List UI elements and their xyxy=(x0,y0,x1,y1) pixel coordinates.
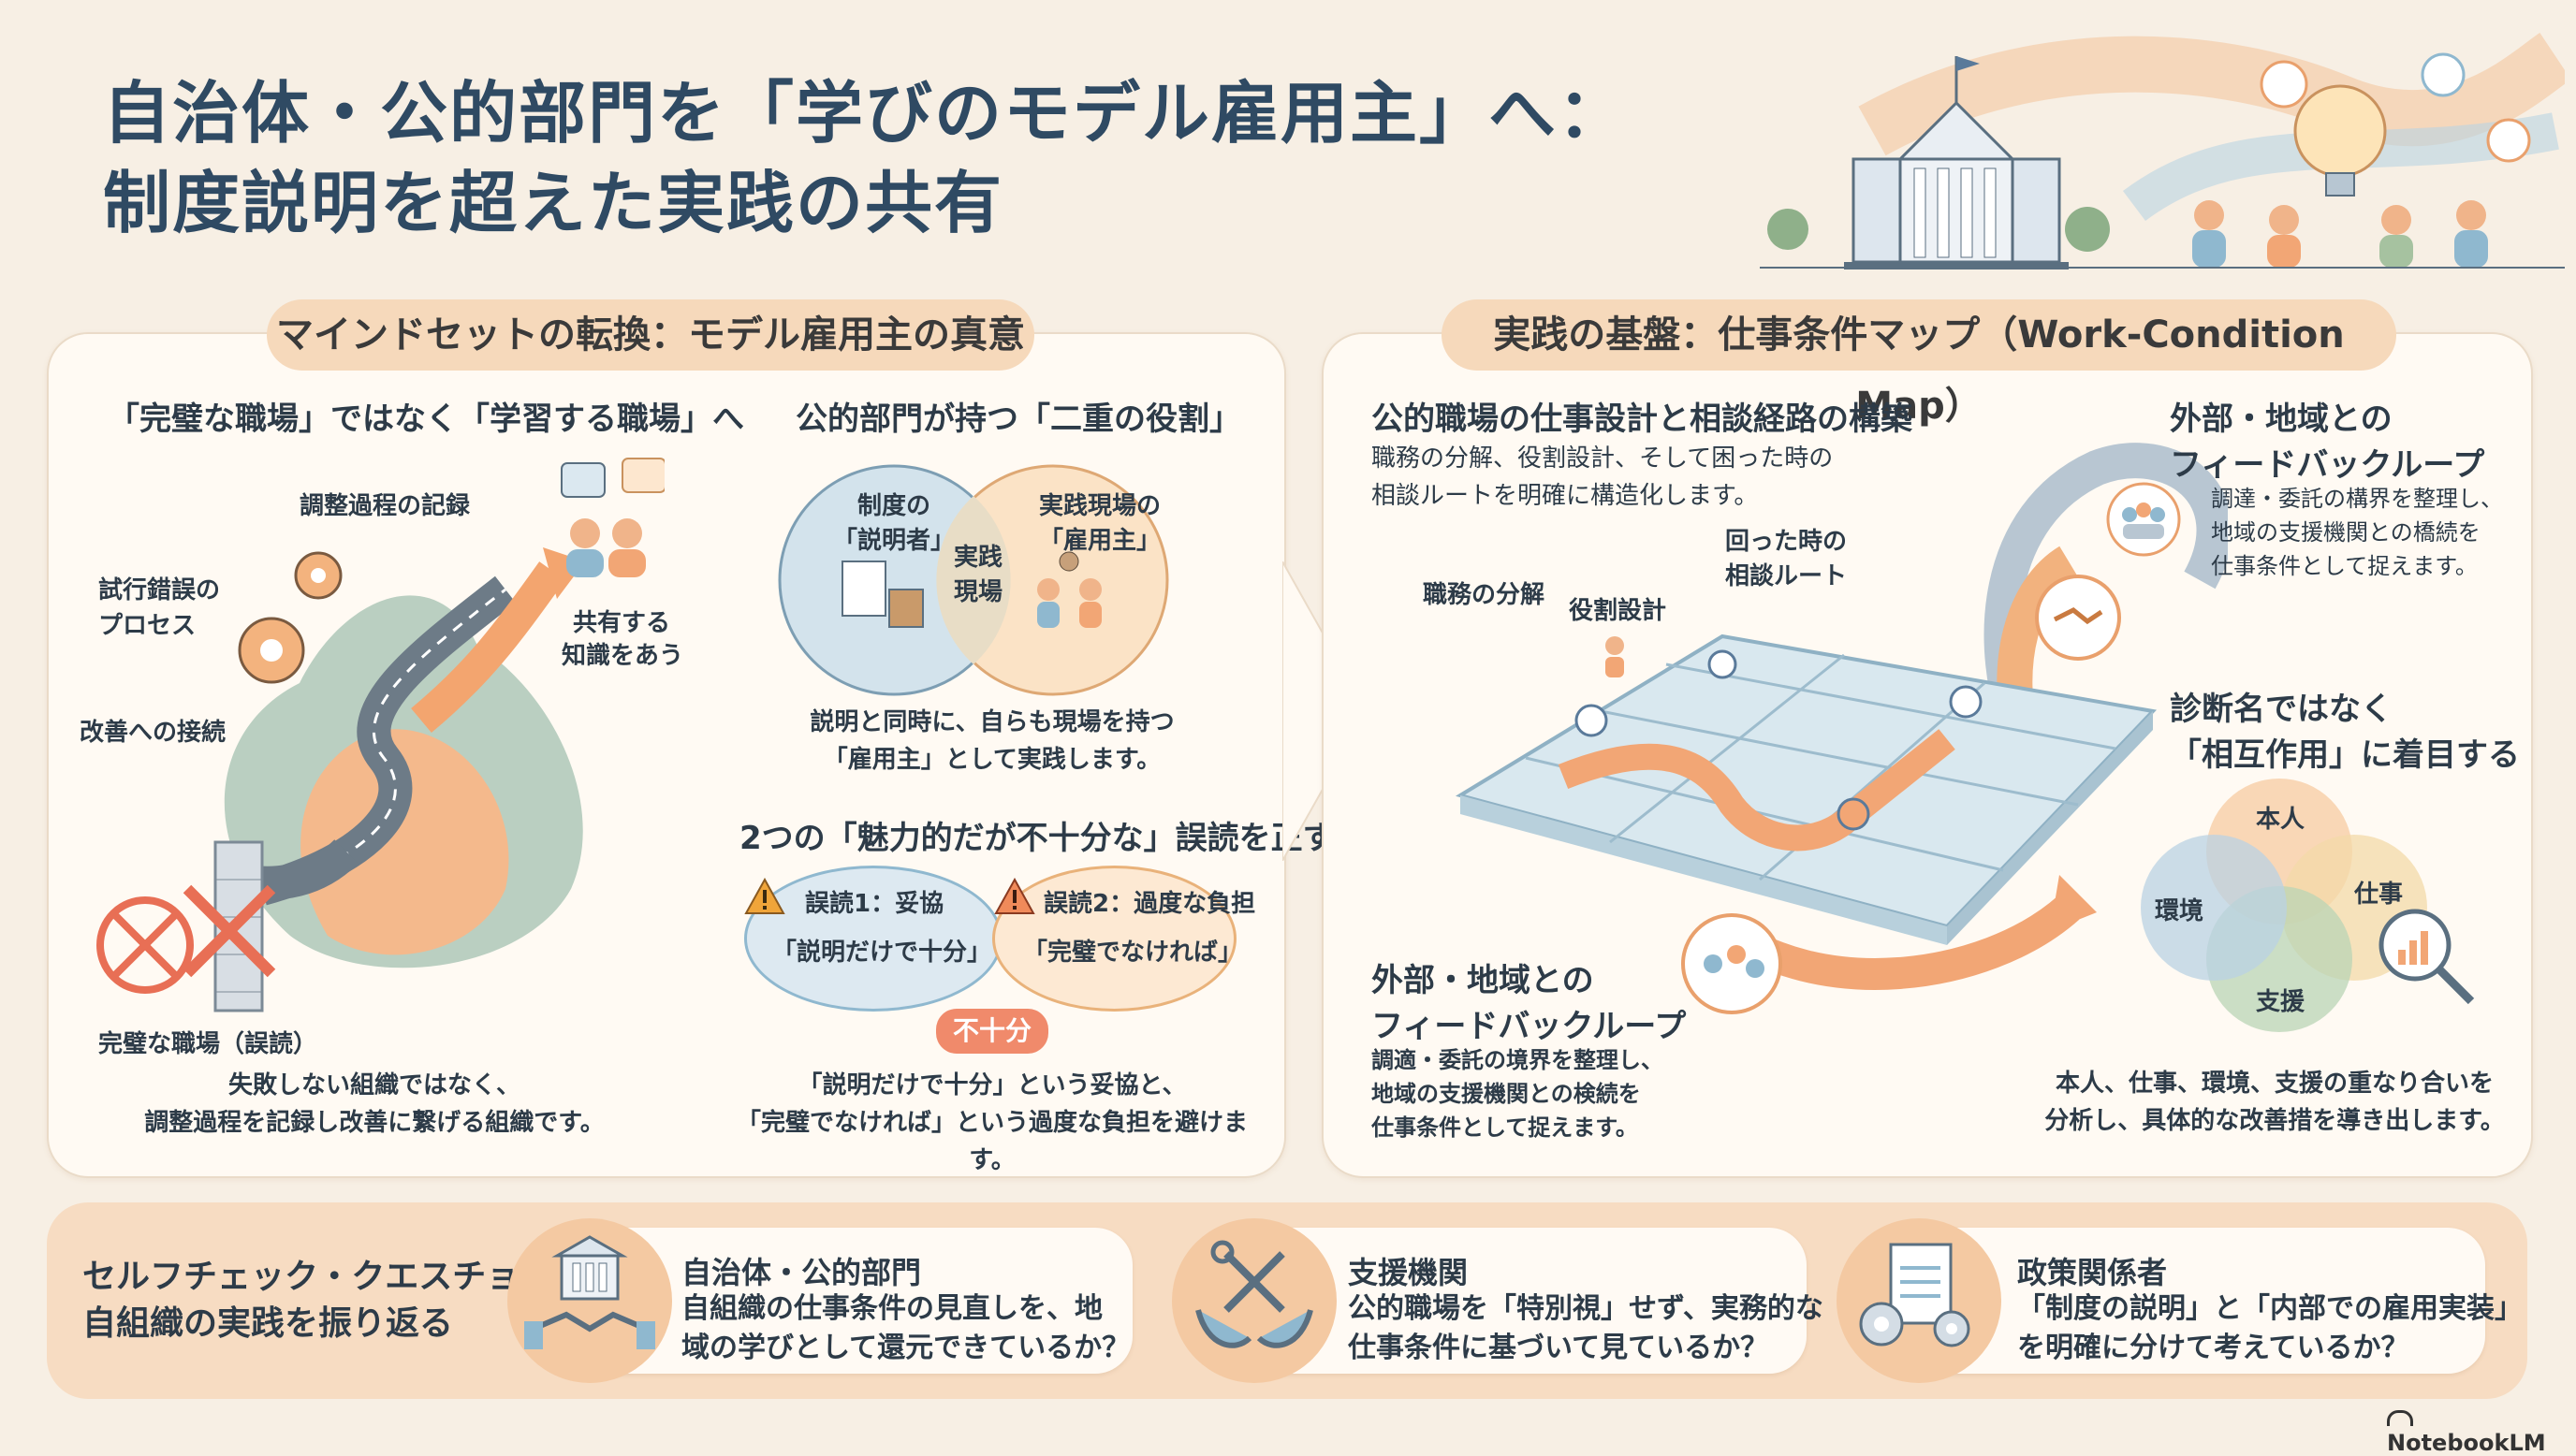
label-record: 調整過程の記録 xyxy=(300,492,471,520)
interaction-title: 診断名ではなく 「相互作用」に着目する xyxy=(2170,691,2520,774)
misread1-bubble xyxy=(744,866,1003,1012)
card-support-org-circle xyxy=(1172,1218,1337,1383)
card-support-org-text: 公的職場を「特別視」せず、実務的な 仕事条件に基づいて見ているか？ xyxy=(1348,1292,1823,1364)
venn-self: 本人 xyxy=(2256,806,2305,834)
podium-icon xyxy=(842,561,924,628)
venn-environment: 環境 xyxy=(2155,897,2204,925)
city-hall-icon xyxy=(1844,56,2069,269)
people-icon xyxy=(2192,200,2488,268)
handshake-icon xyxy=(2035,575,2121,661)
feedback-bottom-text: 調適・委託の境界を整理し、 地域の支援機関との検続を 仕事条件として捉えます。 xyxy=(1371,1047,1663,1141)
misread-heading: 2つの「魅力的だが不十分な」誤読を正す xyxy=(739,820,1335,857)
tools-hands-icon xyxy=(1195,1240,1313,1348)
avatar-icon xyxy=(2260,52,2531,163)
venn-right-label: 実践現場の 「雇用主」 xyxy=(1038,492,1161,555)
tree-icon xyxy=(2065,207,2110,252)
header-illustration xyxy=(1760,33,2565,269)
venn-support: 支援 xyxy=(2256,988,2305,1016)
work-condition-map xyxy=(1455,443,2228,1014)
cross-icon xyxy=(96,896,194,994)
misread2-bubble xyxy=(992,866,1237,1012)
misread1-quote: 「説明だけで十分」 xyxy=(772,939,992,967)
col1-caption: 失敗しない組織ではなく、 調整過程を記録し改善に繋げる組織です。 xyxy=(144,1071,605,1137)
group-icon xyxy=(2106,482,2181,557)
city-hall-handshake-icon xyxy=(524,1235,655,1349)
map-label-decompose: 職務の分解 xyxy=(1423,581,1545,609)
label-share-line2: 知識をあう xyxy=(562,642,684,670)
label-trial-line2: プロセス xyxy=(98,612,197,640)
label-perfect: 完璧な職場（誤読） xyxy=(98,1030,318,1058)
dual-role-caption: 説明と同時に、自らも現場を持つ 「雇用主」として実践します。 xyxy=(810,708,1175,774)
tree-icon xyxy=(1767,209,1808,250)
magnifier-icon xyxy=(2378,909,2475,1005)
learning-path-illustration xyxy=(96,458,665,1012)
sharing-people-icon xyxy=(561,458,665,577)
self-check-question: セルフチェック・クエスチョン： 自組織の実践を振り返る xyxy=(82,1258,588,1343)
lightbulb-icon xyxy=(2293,84,2387,197)
page-title-line2: 制度説明を超えた実践の共有 xyxy=(103,164,1004,242)
learning-workplace-heading: 「完璧な職場」ではなく「学習する職場」へ xyxy=(108,400,744,438)
map-node xyxy=(1574,704,1608,737)
notebooklm-icon xyxy=(2387,1409,2413,1426)
page-title-line1: 自治体・公的部門を「学びのモデル雇用主」へ： xyxy=(103,74,1628,153)
map-label-role: 役割設計 xyxy=(1569,597,1667,625)
brand-logo: NotebookLM xyxy=(2387,1404,2576,1456)
dual-role-venn xyxy=(778,464,1169,696)
map-node xyxy=(1707,649,1737,679)
map-node xyxy=(1949,685,1983,719)
interaction-venn xyxy=(2141,779,2475,1032)
warning-icon xyxy=(744,878,785,914)
map-board xyxy=(1455,633,2158,929)
misread-caption: 「説明だけで十分」という妥協と、 「完璧でなければ」という過度な負担を避けます。 xyxy=(736,1071,1248,1174)
community-icon xyxy=(1681,913,1782,1014)
feedback-top-text: 調達・委託の構界を整理し、 地域の支援機関との橋続を 仕事条件として捉えます。 xyxy=(2211,486,2503,579)
arrow-icon xyxy=(2050,875,2097,931)
venn-mid-label: 実践 現場 xyxy=(953,544,1003,606)
card-policy-title: 政策関係者 xyxy=(2017,1255,2168,1290)
feedback-top-title: 外部・地域との フィードバックループ xyxy=(2170,400,2485,484)
warning-icon xyxy=(994,878,1035,914)
dual-role-heading: 公的部門が持つ「二重の役割」 xyxy=(796,400,1241,438)
misread1-label: 誤読1：妥協 xyxy=(805,890,944,918)
venn-job: 仕事 xyxy=(2354,881,2404,909)
label-improve: 改善への接続 xyxy=(80,719,227,747)
person-pin-icon xyxy=(1605,636,1624,655)
card-municipality-title: 自治体・公的部門 xyxy=(681,1255,922,1290)
misread2-label: 誤読2：過度な負担 xyxy=(1044,890,1256,918)
work-condition-pill: 実践の基盤：仕事条件マップ（Work-Condition Map） xyxy=(1442,299,2396,428)
document-gear-icon xyxy=(1859,1243,1970,1347)
mindset-pill: マインドセットの転換：モデル雇用主の真意 xyxy=(267,299,1034,371)
card-policy xyxy=(1905,1228,2485,1374)
job-design-text: 職務の分解、役割設計、そして困った時の 相談ルートを明確に構造化します。 xyxy=(1371,444,1834,510)
map-label-route: 回った時の 相談ルート xyxy=(1725,528,1848,590)
feedback-bottom-title: 外部・地域との フィードバックループ xyxy=(1371,962,1687,1045)
job-design-heading: 公的職場の仕事設計と相談経路の構築 xyxy=(1371,400,1912,438)
insufficient-tag: 不十分 xyxy=(936,1009,1048,1054)
card-municipality-text: 自組織の仕事条件の見直しを、地 域の学びとして還元できているか？ xyxy=(681,1292,1131,1364)
map-node xyxy=(1837,797,1870,831)
interaction-text: 本人、仕事、環境、支援の重なり合いを 分析し、具体的な改善措を導き出します。 xyxy=(2044,1070,2505,1135)
venn-left-label: 制度の 「説明者」 xyxy=(832,492,955,555)
workers-icon xyxy=(1037,551,1102,628)
card-support-org-title: 支援機関 xyxy=(1348,1255,1469,1290)
misread2-quote: 「完璧でなければ」 xyxy=(1023,939,1243,967)
card-policy-text: 「制度の説明」と「内部での雇用実装」 を明確に分けて考えているか？ xyxy=(2017,1292,2523,1364)
label-trial-line1: 試行錯誤の xyxy=(98,576,221,604)
label-share-line1: 共有する xyxy=(573,609,671,637)
